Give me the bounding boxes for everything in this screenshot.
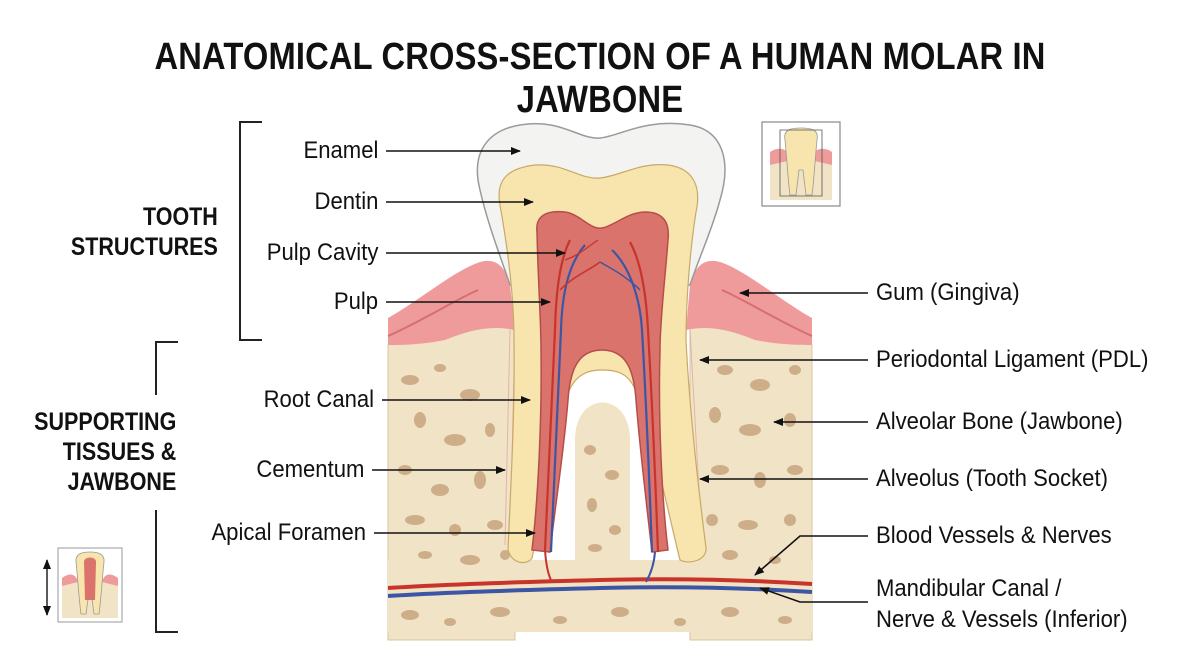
label-enamel: Enamel bbox=[303, 137, 378, 164]
label-alveolar-bone: Alveolar Bone (Jawbone) bbox=[876, 408, 1123, 435]
label-apical-foramen: Apical Foramen bbox=[211, 519, 366, 546]
page-title: ANATOMICAL CROSS-SECTION OF A HUMAN MOLA… bbox=[154, 36, 1046, 121]
mandibular-canal bbox=[387, 549, 813, 598]
label-dentin: Dentin bbox=[314, 188, 378, 215]
group-label-line: STRUCTURES bbox=[71, 233, 218, 261]
right-leader-lines bbox=[699, 289, 868, 603]
pulp-cavity bbox=[531, 210, 670, 553]
label-alveolus: Alveolus (Tooth Socket) bbox=[876, 465, 1108, 492]
group-label-line: TOOTH bbox=[143, 203, 218, 231]
label-periodontal-ligament: Periodontal Ligament (PDL) bbox=[876, 346, 1149, 373]
thumbnail-tooth-overview bbox=[761, 121, 841, 207]
group-label-line: JAWBONE bbox=[67, 468, 176, 496]
gum-gingiva bbox=[387, 260, 813, 345]
label-pulp-cavity: Pulp Cavity bbox=[266, 239, 378, 266]
left-leader-lines bbox=[372, 147, 566, 537]
supporting-tissues-bracket bbox=[155, 341, 178, 633]
label-mandibular-canal-line1: Mandibular Canal / bbox=[876, 575, 1062, 602]
thumbnail-tooth-scale bbox=[43, 547, 123, 623]
tooth-structures-bracket bbox=[239, 121, 262, 341]
label-cementum: Cementum bbox=[256, 456, 364, 483]
label-pulp: Pulp bbox=[333, 288, 378, 315]
group-label-supporting-tissues: SUPPORTING TISSUES & JAWBONE bbox=[34, 407, 176, 497]
label-mandibular-canal-line2: Nerve & Vessels (Inferior) bbox=[876, 606, 1128, 633]
label-root-canal: Root Canal bbox=[263, 386, 374, 413]
group-label-tooth-structures: TOOTH STRUCTURES bbox=[71, 202, 218, 262]
bone-trabeculae bbox=[398, 364, 803, 626]
pulp-vessels bbox=[543, 239, 660, 553]
group-label-line: SUPPORTING bbox=[33, 408, 176, 436]
group-label-line: TISSUES & bbox=[62, 438, 176, 466]
label-gum: Gum (Gingiva) bbox=[876, 279, 1020, 306]
label-blood-vessels-nerves: Blood Vessels & Nerves bbox=[876, 522, 1112, 549]
